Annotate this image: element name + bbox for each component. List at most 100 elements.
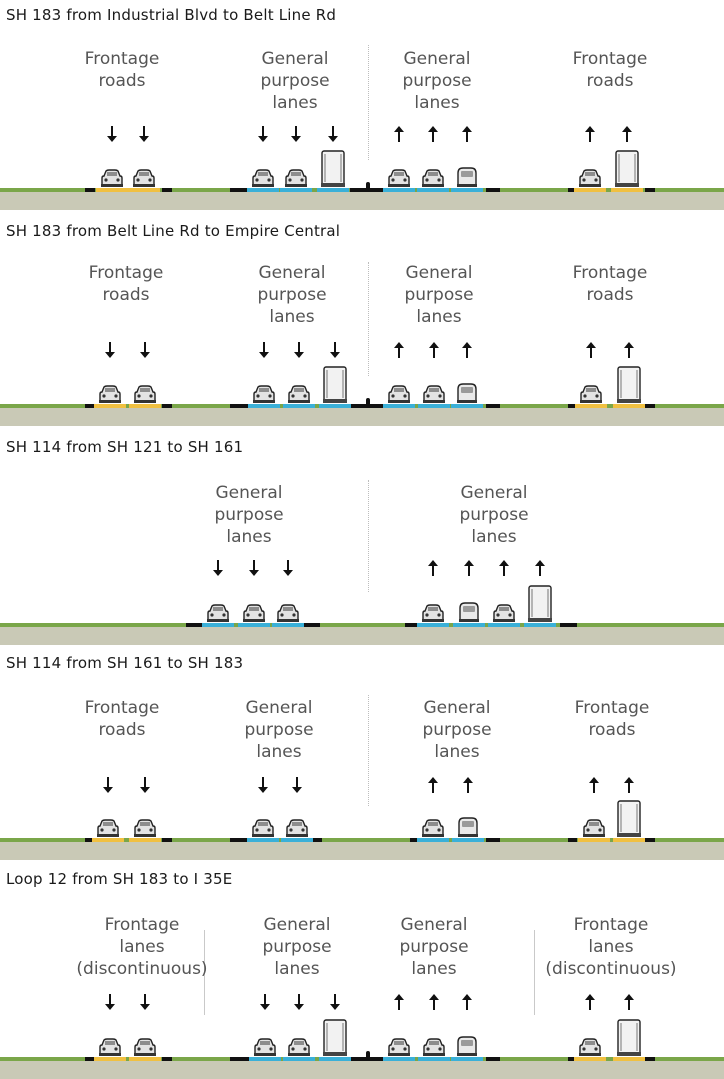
up-arrow-icon bbox=[427, 560, 439, 576]
pavement-edge bbox=[410, 838, 420, 842]
truck-icon bbox=[616, 800, 642, 842]
up-arrow-icon bbox=[621, 126, 633, 142]
ground-strip bbox=[0, 627, 724, 645]
general-lane bbox=[319, 1057, 351, 1061]
general-lane bbox=[272, 623, 304, 627]
general-lane bbox=[453, 623, 485, 627]
car-icon bbox=[250, 818, 276, 842]
general-lane bbox=[488, 623, 520, 627]
frontage-lane bbox=[129, 1057, 161, 1061]
up-arrow-icon bbox=[461, 994, 473, 1010]
car-icon bbox=[284, 818, 310, 842]
pavement-edge bbox=[486, 838, 500, 842]
general-lane bbox=[238, 623, 270, 627]
lane-group-label: Frontage roads bbox=[84, 49, 160, 91]
pavement-edge bbox=[350, 404, 384, 408]
pavement-edge bbox=[568, 188, 577, 192]
pavement-edge bbox=[303, 623, 320, 627]
car-icon bbox=[99, 168, 125, 192]
truck-icon bbox=[616, 1019, 642, 1061]
truck-icon bbox=[322, 1019, 348, 1061]
car-icon bbox=[420, 168, 446, 192]
lane-group-label: Frontage lanes (discontinuous) bbox=[545, 915, 677, 979]
general-lane bbox=[452, 838, 484, 842]
down-arrow-icon bbox=[258, 342, 270, 358]
pavement-edge bbox=[85, 188, 95, 192]
section-title: SH 114 from SH 161 to SH 183 bbox=[6, 654, 244, 672]
frontage-lane bbox=[92, 838, 124, 842]
down-arrow-icon bbox=[293, 342, 305, 358]
section-title: Loop 12 from SH 183 to I 35E bbox=[6, 870, 233, 888]
lane-group-label: General purpose lanes bbox=[422, 698, 492, 762]
van-icon bbox=[455, 1035, 479, 1061]
general-lane bbox=[418, 1057, 450, 1061]
lane-group-label: General purpose lanes bbox=[399, 915, 469, 979]
general-lane bbox=[281, 838, 313, 842]
frontage-lane bbox=[129, 838, 161, 842]
car-icon bbox=[275, 603, 301, 627]
car-icon bbox=[577, 1037, 603, 1061]
pavement-edge bbox=[85, 1057, 95, 1061]
frontage-divider bbox=[534, 930, 535, 1015]
car-icon bbox=[251, 384, 277, 408]
up-arrow-icon bbox=[393, 342, 405, 358]
car-icon bbox=[132, 818, 158, 842]
up-arrow-icon bbox=[428, 994, 440, 1010]
up-arrow-icon bbox=[461, 342, 473, 358]
up-arrow-icon bbox=[623, 342, 635, 358]
pavement-edge bbox=[645, 1057, 655, 1061]
car-icon bbox=[252, 1037, 278, 1061]
car-icon bbox=[386, 384, 412, 408]
pavement-edge bbox=[230, 838, 250, 842]
lane-group-label: General purpose lanes bbox=[262, 915, 332, 979]
frontage-lane bbox=[613, 404, 645, 408]
median-barrier bbox=[366, 398, 370, 406]
up-arrow-icon bbox=[584, 994, 596, 1010]
lane-group-label: General purpose lanes bbox=[260, 49, 330, 113]
down-arrow-icon bbox=[248, 560, 260, 576]
car-icon bbox=[283, 168, 309, 192]
lane-group-label: Frontage roads bbox=[572, 263, 648, 305]
up-arrow-icon bbox=[623, 777, 635, 793]
pavement-edge bbox=[486, 188, 500, 192]
general-lane bbox=[417, 623, 449, 627]
down-arrow-icon bbox=[139, 777, 151, 793]
general-lane bbox=[249, 1057, 281, 1061]
up-arrow-icon bbox=[463, 560, 475, 576]
frontage-divider bbox=[204, 930, 205, 1015]
car-icon bbox=[386, 168, 412, 192]
general-lane bbox=[524, 623, 556, 627]
frontage-lane bbox=[613, 838, 645, 842]
section-title: SH 183 from Industrial Blvd to Belt Line… bbox=[6, 6, 337, 24]
median-barrier bbox=[366, 182, 370, 190]
pavement-edge bbox=[85, 404, 95, 408]
car-icon bbox=[241, 603, 267, 627]
section-title: SH 183 from Belt Line Rd to Empire Centr… bbox=[6, 222, 341, 240]
car-icon bbox=[286, 384, 312, 408]
general-lane bbox=[202, 623, 234, 627]
general-lane bbox=[317, 188, 349, 192]
truck-icon bbox=[320, 150, 346, 192]
truck-icon bbox=[616, 366, 642, 408]
van-icon bbox=[456, 816, 480, 842]
up-arrow-icon bbox=[427, 777, 439, 793]
up-arrow-icon bbox=[461, 126, 473, 142]
up-arrow-icon bbox=[427, 126, 439, 142]
truck-icon bbox=[614, 150, 640, 192]
down-arrow-icon bbox=[212, 560, 224, 576]
general-lane bbox=[451, 404, 483, 408]
down-arrow-icon bbox=[104, 994, 116, 1010]
car-icon bbox=[95, 818, 121, 842]
pavement-edge bbox=[486, 404, 500, 408]
direction-divider bbox=[368, 45, 369, 160]
down-arrow-icon bbox=[282, 560, 294, 576]
car-icon bbox=[131, 168, 157, 192]
ground-strip bbox=[0, 842, 724, 860]
pavement-edge bbox=[568, 838, 577, 842]
lane-group-label: Frontage roads bbox=[88, 263, 164, 305]
general-lane bbox=[417, 838, 449, 842]
van-icon bbox=[455, 166, 479, 192]
car-icon bbox=[132, 384, 158, 408]
ground-strip bbox=[0, 1061, 724, 1079]
lane-group-label: General purpose lanes bbox=[402, 49, 472, 113]
